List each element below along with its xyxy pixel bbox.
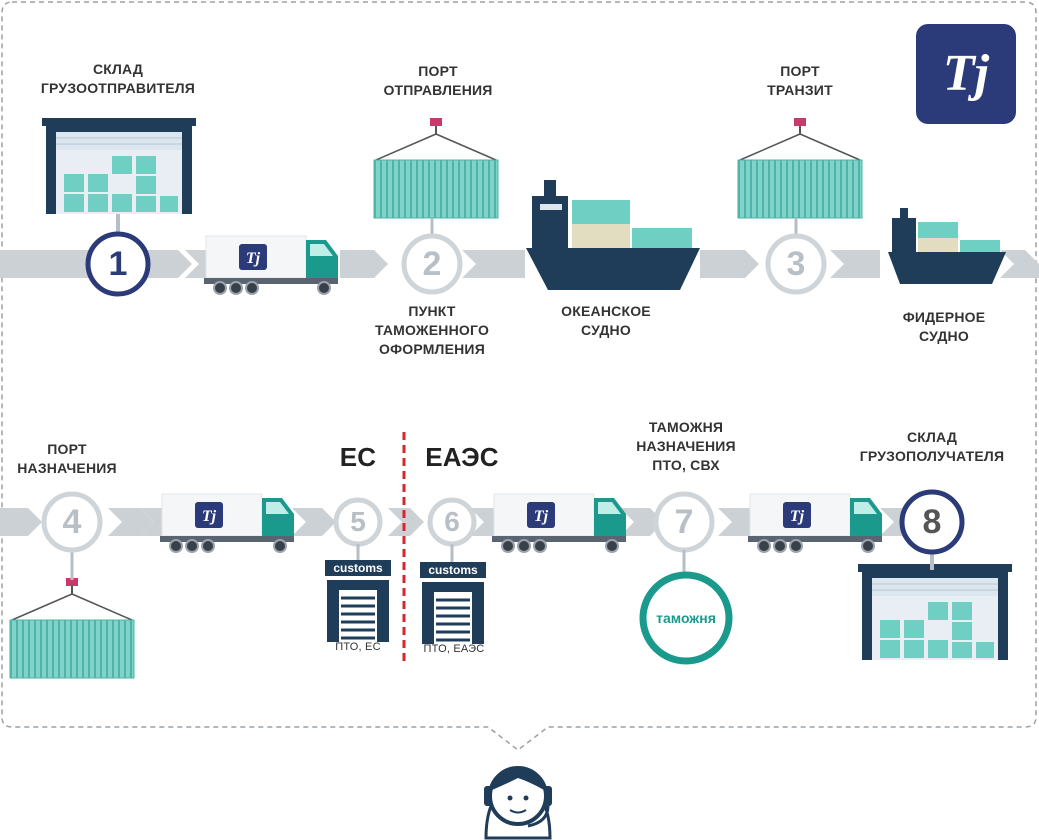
pto-eaeu-label: ПТО, ЕАЭС <box>423 643 485 655</box>
destination-container-crane-icon <box>9 577 135 679</box>
sender-warehouse-label: СКЛАД ГРУЗООТПРАВИТЕЛЯ <box>40 61 196 96</box>
truck-icon-4 <box>747 493 883 553</box>
destination-customs-label: ТАМОЖНЯ НАЗНАЧЕНИЯ ПТО, СВХ <box>636 419 736 473</box>
step-7-number: 7 <box>674 503 694 541</box>
step-8-circle <box>899 489 965 555</box>
pto-eu-label: ПТО, ЕС <box>335 641 381 653</box>
transit-container-crane-icon <box>737 117 863 219</box>
step-2-number: 2 <box>422 245 442 283</box>
origin-container-crane-icon <box>373 117 499 219</box>
step-1-number: 1 <box>108 245 128 283</box>
route-band-top <box>0 250 1039 278</box>
step-2-circle <box>401 233 463 295</box>
customs-point-label: ПУНКТ ТАМОЖЕННОГО ОФОРМЛЕНИЯ <box>374 303 490 357</box>
step-1-circle <box>85 231 151 297</box>
ocean-vessel-label: ОКЕАНСКОЕ СУДНО <box>561 303 651 338</box>
step-3-circle <box>765 233 827 295</box>
customs-eaeu-sign: customs <box>428 563 478 577</box>
receiver-warehouse-label: СКЛАД ГРУЗОПОЛУЧАТЕЛЯ <box>859 429 1005 464</box>
step-3-number: 3 <box>786 245 806 283</box>
step-8-number: 8 <box>922 503 942 541</box>
origin-port-label: ПОРТ ОТПРАВЛЕНИЯ <box>383 63 493 98</box>
feeder-vessel-icon <box>888 208 1006 284</box>
ocean-vessel-icon <box>526 180 700 290</box>
truck-icon-2 <box>159 493 295 553</box>
step-4-number: 4 <box>62 503 82 541</box>
receiver-warehouse-icon <box>857 563 1013 661</box>
transit-port-label: ПОРТ ТРАНЗИТ <box>767 63 833 98</box>
eu-label: ЕС <box>339 442 377 472</box>
frame-border <box>1 1 1037 751</box>
truck-icon-3 <box>491 493 627 553</box>
sender-warehouse-icon <box>41 117 197 215</box>
step-4-circle <box>41 491 103 553</box>
customs-ru-text: таможня <box>656 610 716 626</box>
step-6-number: 6 <box>444 506 460 537</box>
destination-port-label: ПОРТ НАЗНАЧЕНИЯ <box>17 441 117 476</box>
tj-logo-icon <box>916 24 1016 124</box>
step-5-number: 5 <box>350 506 366 537</box>
truck-icon-1 <box>203 235 339 295</box>
logo-text: Tj <box>942 45 990 102</box>
route-band-bottom <box>0 508 904 536</box>
customs-ru-circle <box>639 571 733 665</box>
eaeu-label: ЕАЭС <box>425 442 499 472</box>
support-agent-icon <box>484 766 552 840</box>
customs-eu-sign: customs <box>333 561 383 575</box>
feeder-vessel-label: ФИДЕРНОЕ СУДНО <box>902 309 986 344</box>
